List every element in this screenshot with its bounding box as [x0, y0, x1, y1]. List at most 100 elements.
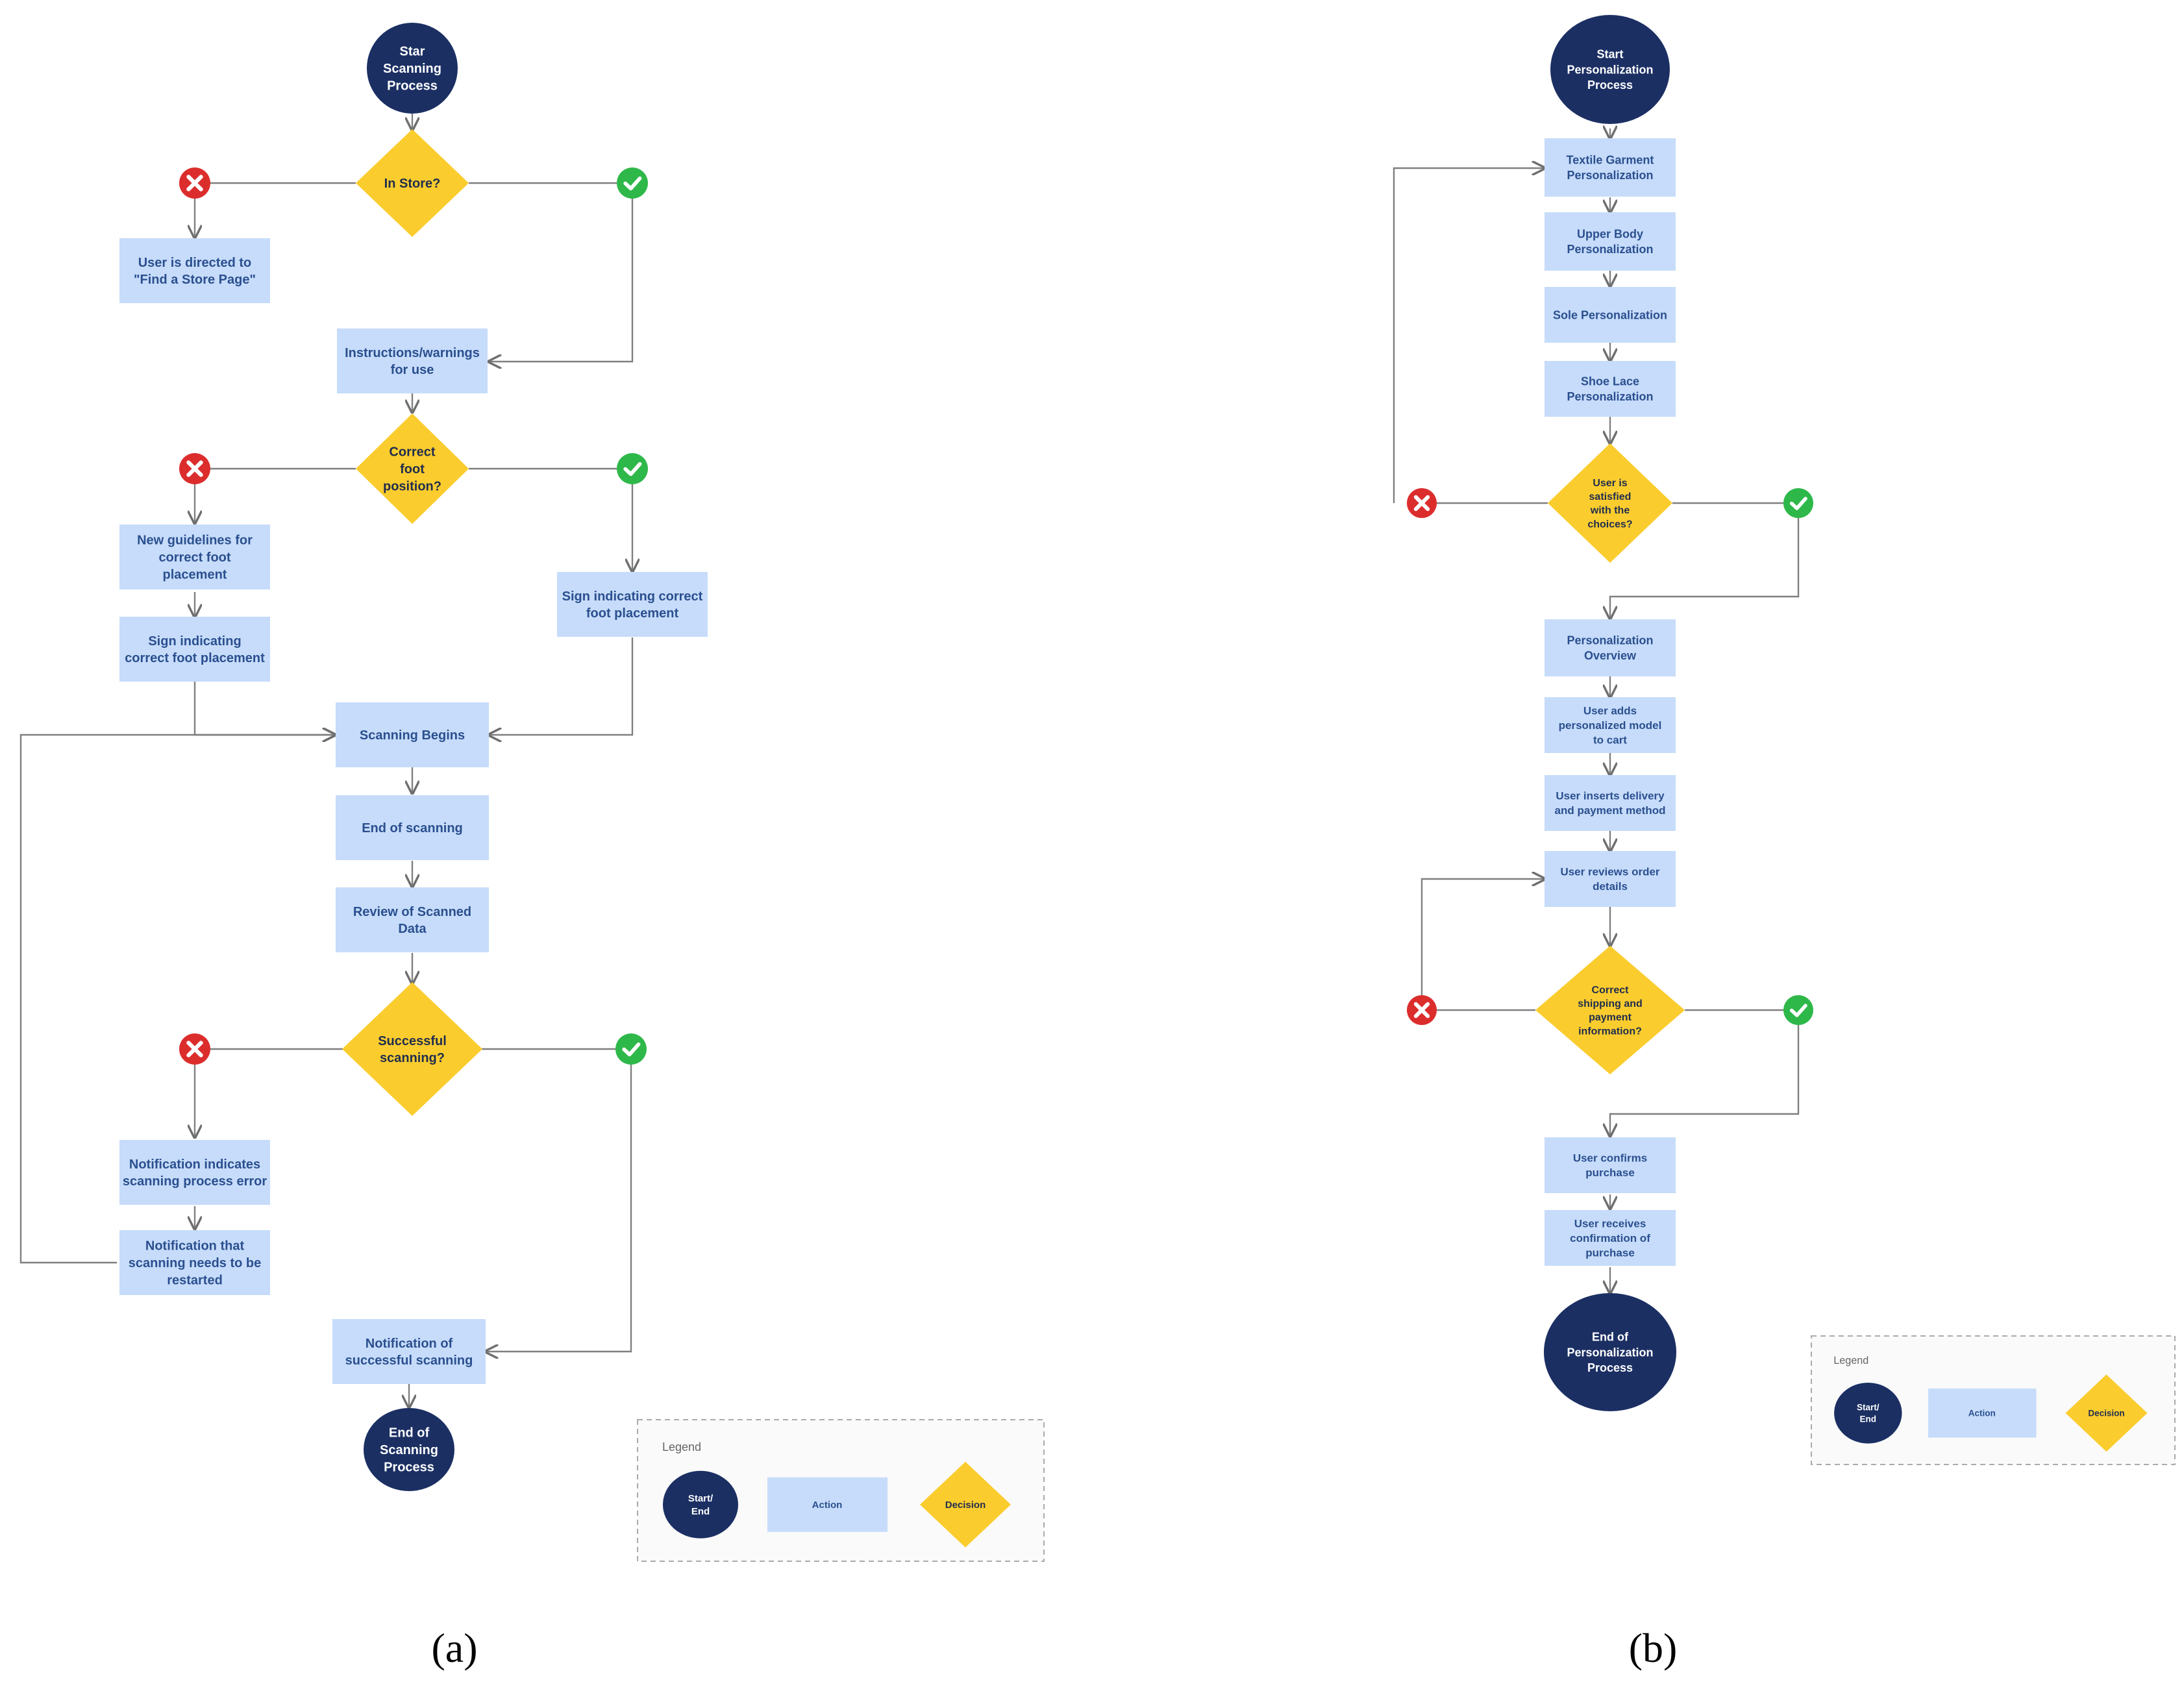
b-inserts-action-box — [1545, 775, 1676, 831]
a-no-icon-instore — [179, 167, 210, 199]
a-yes-icon-successful-circle — [615, 1033, 647, 1065]
b-conn-no-loop-reviews — [1421, 879, 1545, 995]
a-conn-signleft-begins — [193, 682, 335, 735]
b-no-icon-satisfied-mark — [1413, 495, 1430, 512]
a-end-oval-oval — [364, 1408, 454, 1491]
a-in-store-decision-label: In Store? — [384, 177, 441, 191]
a-legend-start-end-label: Start/End — [688, 1493, 714, 1517]
a-sign-right-action-box — [557, 572, 708, 637]
a-legend-title: Legend — [662, 1440, 701, 1453]
b-overview-action-box — [1545, 619, 1676, 676]
b-textile-action-box — [1545, 138, 1676, 197]
a-no-icon-successful — [179, 1033, 210, 1065]
b-yes-icon-satisfied — [1783, 488, 1813, 518]
b-satisfied-decision-diamond — [1548, 443, 1672, 563]
a-yes-icon-successful — [615, 1033, 647, 1065]
a-review-action-box — [336, 887, 489, 952]
b-yes-icon-correct-circle — [1783, 995, 1813, 1025]
a-conn-yes-notifsuccess — [486, 1064, 632, 1352]
a-end-scanning-action-label: End of scanning — [362, 821, 463, 835]
a-no-icon-foot — [179, 453, 210, 484]
a-conn-restart-loop — [19, 735, 335, 1264]
b-legend-action-box — [1928, 1389, 2037, 1438]
a-legend-start-end-oval — [663, 1470, 738, 1539]
a-notif-restart-action-box — [119, 1230, 270, 1295]
b-conn-no-loop-textile — [1393, 168, 1545, 503]
b-yes-icon-correct — [1783, 995, 1813, 1025]
a-legend-action-label: Action — [812, 1500, 843, 1511]
b-sole-action-label: Sole Personalization — [1553, 308, 1667, 321]
b-legend-decision-diamond — [2065, 1374, 2148, 1452]
b-no-icon-satisfied — [1407, 488, 1437, 518]
b-upper-action-box — [1545, 212, 1676, 271]
a-yes-icon-instore — [617, 167, 648, 199]
a-scanning-begins-action-box — [336, 702, 489, 767]
a-yes-icon-foot-circle — [617, 453, 648, 484]
a-instructions-action-box — [337, 328, 488, 393]
b-receives-action-box — [1545, 1210, 1676, 1266]
b-conn-yes-overview — [1610, 518, 1800, 619]
a-start-oval-oval — [367, 23, 458, 114]
a-successful-decision-diamond — [342, 982, 482, 1116]
a-in-store-decision: In Store? — [356, 129, 469, 237]
b-legend-decision-label: Decision — [2088, 1409, 2124, 1418]
b-end-oval-oval — [1544, 1293, 1676, 1411]
b-lace-action-box — [1545, 361, 1676, 417]
b-legend-start-end-label: Start/End — [1857, 1403, 1880, 1424]
caption-b: (b) — [1629, 1625, 1678, 1671]
b-sole-action: Sole Personalization — [1545, 287, 1676, 343]
b-no-icon-correct — [1407, 995, 1437, 1025]
b-reviews-action-box — [1545, 851, 1676, 907]
a-conn-yes-instructions — [489, 198, 634, 362]
caption-a: (a) — [431, 1625, 477, 1671]
b-legend-start-end-oval — [1834, 1383, 1902, 1444]
a-yes-icon-foot — [617, 453, 648, 484]
b-legend-action-label: Action — [1968, 1409, 1996, 1418]
a-yes-icon-successful-mark — [622, 1042, 641, 1057]
a-find-store-action-label: User is directed to"Find a Store Page" — [134, 256, 256, 287]
b-correct-ship-decision-diamond — [1535, 946, 1685, 1074]
a-end-scanning-action: End of scanning — [336, 795, 489, 860]
a-correct-foot-decision-diamond — [356, 414, 469, 524]
a-legend-decision-diamond — [920, 1461, 1011, 1548]
b-yes-icon-satisfied-circle — [1783, 488, 1813, 518]
a-no-icon-foot-mark — [186, 460, 203, 477]
